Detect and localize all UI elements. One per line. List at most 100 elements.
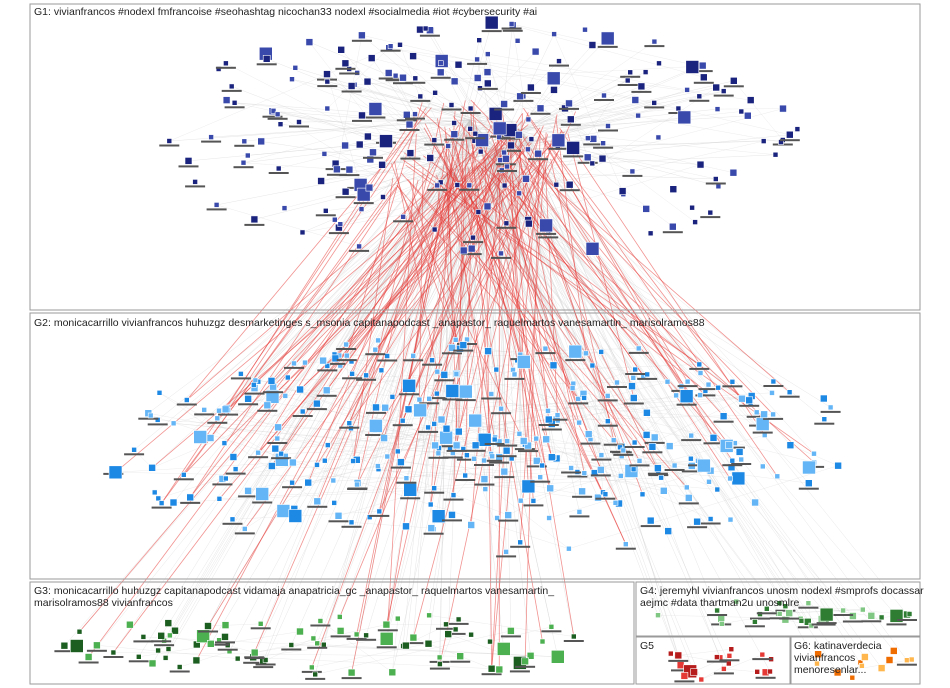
graph-node <box>369 419 382 432</box>
graph-node <box>251 382 256 387</box>
graph-node <box>672 463 677 468</box>
graph-node <box>579 488 586 495</box>
graph-node <box>370 149 377 156</box>
node-caption-mark <box>420 35 440 37</box>
graph-node <box>432 421 437 426</box>
graph-node <box>455 61 462 68</box>
graph-node <box>428 525 435 532</box>
graph-node <box>629 383 636 390</box>
node-caption-mark <box>393 220 413 222</box>
graph-node <box>643 431 650 438</box>
graph-node <box>258 138 265 145</box>
graph-node <box>674 393 679 398</box>
graph-node <box>468 245 475 252</box>
graph-node <box>397 459 404 466</box>
node-caption-mark <box>521 92 541 94</box>
graph-node <box>526 117 531 122</box>
graph-node <box>868 612 875 619</box>
node-caption-mark <box>405 82 425 84</box>
node-caption-mark <box>494 109 514 111</box>
graph-node <box>652 39 657 44</box>
node-caption-mark <box>424 492 444 494</box>
node-caption-mark <box>216 67 236 69</box>
graph-node <box>437 662 442 667</box>
graph-node <box>430 358 435 363</box>
graph-node <box>393 73 398 78</box>
graph-edge <box>470 120 897 616</box>
graph-node <box>156 648 161 653</box>
graph-node <box>149 464 156 471</box>
node-caption-mark <box>170 671 190 673</box>
node-caption-mark <box>393 424 413 426</box>
node-caption-mark <box>215 641 235 643</box>
node-caption-mark <box>541 630 561 632</box>
graph-node <box>752 499 759 506</box>
graph-node <box>720 413 727 420</box>
graph-node <box>697 94 702 99</box>
graph-node <box>547 72 560 85</box>
node-caption-mark <box>268 118 288 120</box>
graph-node <box>256 488 269 501</box>
node-caption-mark <box>335 68 355 70</box>
node-caption-mark <box>336 348 356 350</box>
node-caption-mark <box>225 106 245 108</box>
graph-node <box>403 523 410 530</box>
graph-node <box>342 142 349 149</box>
node-caption-mark <box>513 100 533 102</box>
graph-node <box>540 463 545 468</box>
graph-node <box>529 137 534 142</box>
node-caption-mark <box>463 241 483 243</box>
node-caption-mark <box>706 183 726 185</box>
graph-node <box>605 419 610 424</box>
graph-node <box>474 75 481 82</box>
graph-node <box>525 220 532 227</box>
node-caption-mark <box>568 402 588 404</box>
node-caption-mark <box>722 385 742 387</box>
node-caption-mark <box>347 488 367 490</box>
graph-node <box>379 368 384 373</box>
graph-node <box>706 382 711 387</box>
graph-node <box>70 640 83 653</box>
graph-node <box>505 164 510 169</box>
graph-node <box>223 97 230 104</box>
group-label-g3: G3: monicacarrillo huhuzgz capitanapodca… <box>34 585 624 609</box>
graph-node <box>599 349 604 354</box>
graph-node <box>318 178 325 185</box>
graph-node <box>427 613 432 618</box>
node-caption-mark <box>687 526 707 528</box>
graph-node <box>289 643 294 648</box>
node-caption-mark <box>207 422 227 424</box>
graph-node <box>569 345 582 358</box>
node-caption-mark <box>381 50 401 52</box>
graph-node <box>242 526 247 531</box>
graph-node <box>61 642 68 649</box>
graph-node <box>545 416 552 423</box>
graph-node <box>645 372 650 377</box>
graph-node <box>590 135 597 142</box>
node-caption-mark <box>677 404 697 406</box>
node-caption-mark <box>418 431 438 433</box>
graph-node <box>583 27 588 32</box>
graph-node <box>428 502 433 507</box>
graph-node <box>713 177 718 182</box>
graph-node <box>453 337 458 342</box>
graph-node <box>621 448 626 453</box>
graph-node <box>290 480 295 485</box>
group-label-g1: G1: vivianfrancos #nodexl fmfrancoise #s… <box>34 6 914 18</box>
node-caption-mark <box>87 650 107 652</box>
graph-node <box>533 457 540 464</box>
node-caption-mark <box>756 677 776 679</box>
graph-node <box>649 443 656 450</box>
node-caption-mark <box>466 450 486 452</box>
node-caption-mark <box>474 464 494 466</box>
node-caption-mark <box>177 404 197 406</box>
graph-node <box>507 627 514 634</box>
node-caption-mark <box>257 63 277 65</box>
graph-node <box>685 494 692 501</box>
node-caption-mark <box>403 359 423 361</box>
group-label-g2: G2: monicacarrillo vivianfrancos huhuzgz… <box>34 317 914 329</box>
graph-node <box>775 474 780 479</box>
graph-node <box>643 409 650 416</box>
graph-node <box>499 251 504 256</box>
graph-node <box>603 492 608 497</box>
